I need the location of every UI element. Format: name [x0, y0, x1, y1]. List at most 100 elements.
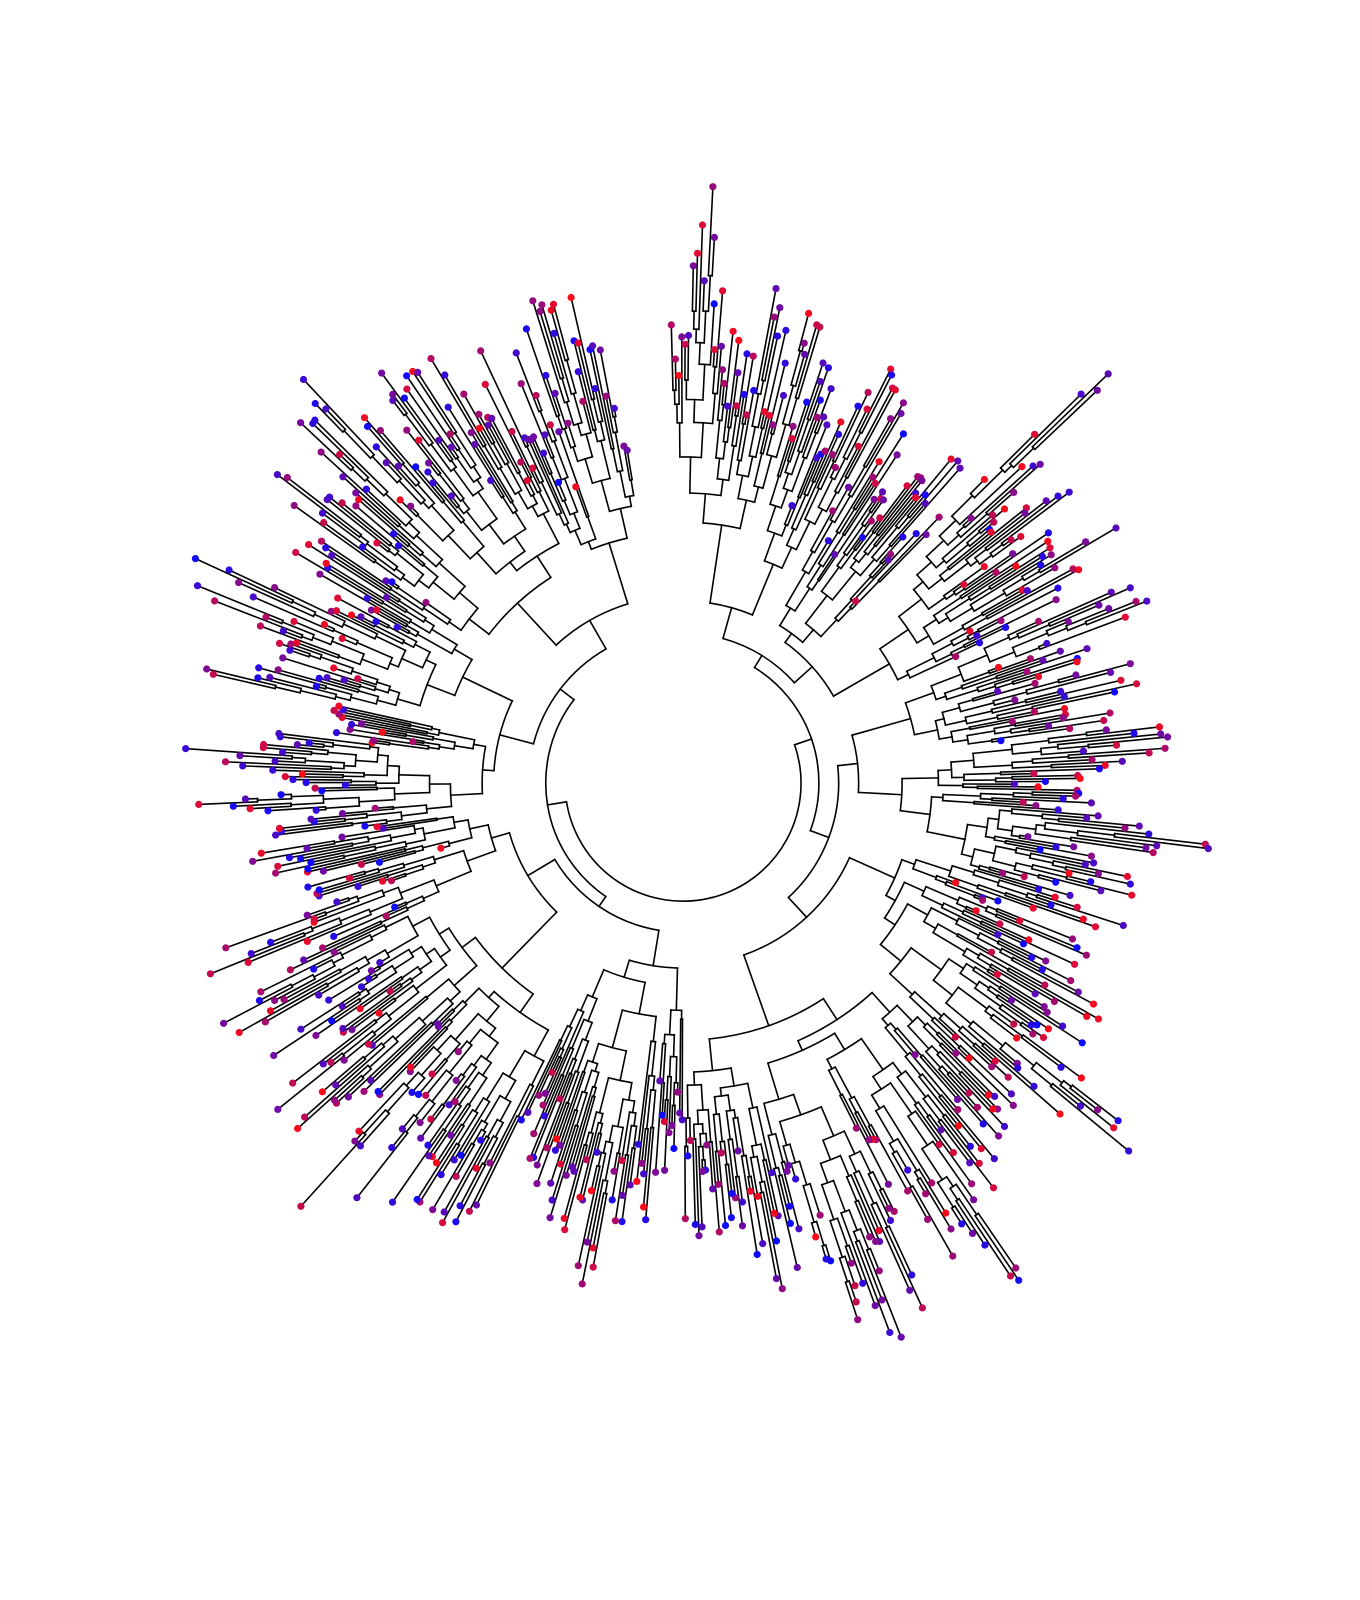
tree-branch: [324, 686, 353, 696]
tree-branch: [473, 443, 512, 504]
tree-branch-arc: [784, 471, 793, 476]
tree-branch-arc: [628, 959, 679, 969]
tree-branch: [407, 543, 422, 557]
tip-point: [899, 430, 908, 438]
tree-branch: [421, 861, 437, 869]
tree-branch: [766, 504, 777, 532]
tip-point: [990, 518, 998, 526]
tree-branch: [718, 1113, 724, 1143]
tree-branch: [909, 946, 943, 971]
tip-point: [541, 431, 549, 439]
tree-branch: [626, 1124, 633, 1157]
tip-point: [365, 975, 373, 983]
tree-branch-arc: [1010, 744, 1014, 755]
tree-branch: [374, 1011, 388, 1023]
tree-branch: [934, 878, 948, 885]
tree-branch-arc: [536, 509, 550, 518]
tree-branch: [906, 902, 929, 916]
tree-branch-arc: [959, 962, 968, 975]
tree-branch-arc: [477, 1071, 488, 1080]
tip-point: [859, 1279, 867, 1287]
tip-point: [576, 1193, 584, 1201]
tree-branch: [941, 706, 961, 714]
tip-point: [875, 458, 883, 466]
tip-point: [325, 996, 333, 1004]
tree-branch: [969, 863, 981, 869]
tree-branch: [809, 829, 830, 839]
tree-branch: [990, 727, 1071, 741]
tree-branch: [889, 1022, 898, 1031]
tree-branch: [746, 1082, 754, 1109]
tree-branch: [385, 818, 403, 823]
tip-point: [854, 442, 863, 450]
tree-branch: [361, 545, 396, 572]
tree-branch: [1031, 755, 1070, 761]
tree-branch: [977, 685, 997, 693]
tip-point: [1105, 605, 1113, 613]
tree-branch: [249, 805, 292, 810]
tree-branch-arc: [767, 1132, 777, 1137]
tip-point: [1082, 951, 1090, 959]
tree-branch: [837, 476, 848, 495]
tree-branch: [1087, 744, 1118, 749]
tip-point: [457, 1151, 465, 1159]
tree-branch-arc: [480, 517, 499, 532]
tip-point: [1112, 524, 1120, 532]
tip-point: [1056, 1110, 1064, 1118]
tree-branch: [989, 543, 1004, 555]
tree-branch: [394, 1016, 421, 1041]
tree-branch: [914, 1110, 941, 1146]
tree-branch: [455, 456, 475, 484]
tree-branch: [340, 938, 374, 957]
tree-branch: [973, 800, 1037, 807]
tip-point: [1013, 1034, 1021, 1042]
tree-branch: [350, 613, 376, 628]
tip-point: [823, 421, 831, 429]
tree-branch: [421, 840, 450, 849]
tip-point: [508, 427, 516, 436]
tree-branch: [753, 654, 764, 669]
tree-branch: [422, 890, 440, 900]
tree-branch: [843, 453, 899, 537]
tree-branch: [966, 730, 996, 737]
tree-branch: [604, 1180, 609, 1195]
tree-branch: [833, 1032, 846, 1051]
tree-branch-arc: [787, 764, 840, 899]
tip-point: [1100, 716, 1108, 725]
tree-branch: [821, 533, 845, 568]
tip-point: [541, 1089, 550, 1097]
tip-point: [1016, 917, 1024, 925]
tree-branch: [994, 681, 1014, 690]
tip-point: [770, 313, 778, 321]
tree-branch: [365, 488, 408, 527]
tip-point: [784, 1161, 793, 1169]
tree-branch: [1031, 791, 1080, 795]
tree-branch-arc: [487, 576, 552, 636]
tree-branch: [990, 700, 1027, 711]
tree-branch: [972, 1044, 1010, 1079]
tree-branch: [621, 1154, 630, 1197]
tip-point: [952, 653, 960, 661]
tip-point: [1068, 935, 1077, 943]
tree-branch: [366, 597, 411, 624]
tree-branch: [1016, 591, 1113, 636]
tip-point: [333, 898, 341, 906]
tree-branch: [443, 1135, 488, 1214]
tip-point: [379, 824, 387, 832]
tree-branch: [571, 1095, 594, 1168]
tree-branch: [950, 759, 975, 763]
tip-point: [260, 740, 268, 749]
tree-branch: [921, 1072, 942, 1098]
tree-branch: [307, 543, 400, 603]
tree-branch: [906, 1115, 929, 1147]
tip-point: [340, 1056, 348, 1064]
tip-point: [816, 1211, 824, 1219]
tip-point: [729, 327, 737, 335]
tree-branch: [793, 587, 811, 613]
tree-branch: [257, 666, 328, 688]
tree-branch: [978, 619, 1003, 633]
tip-point: [1094, 1015, 1103, 1023]
tree-branch: [1031, 691, 1116, 711]
tree-branch: [632, 1125, 638, 1150]
tree-branch: [996, 827, 1014, 832]
